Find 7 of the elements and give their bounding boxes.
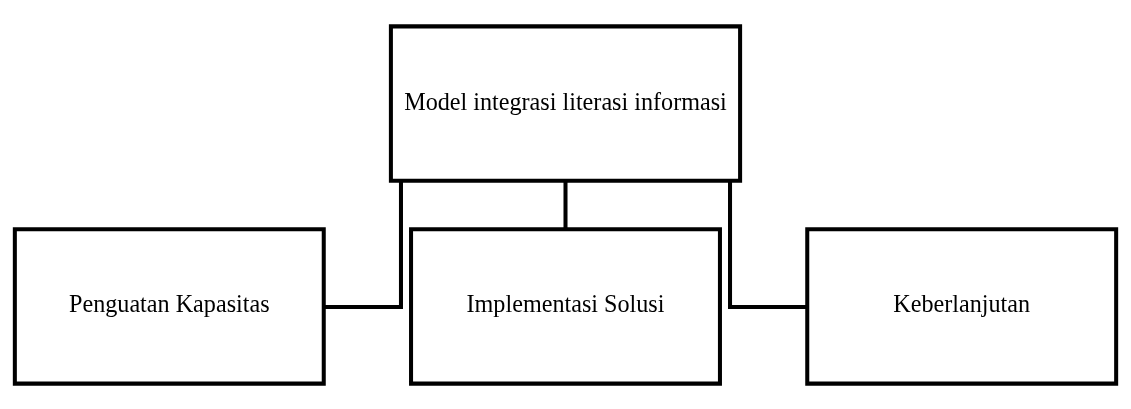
node-box: Implementasi Solusi [409,226,722,386]
node-box: Penguatan Kapasitas [12,226,326,386]
connector [323,180,403,309]
connector [563,180,568,229]
connector [728,180,808,309]
node-box: Keberlanjutan [805,226,1119,386]
node-box: Model integrasi literasi informasi [388,23,743,183]
